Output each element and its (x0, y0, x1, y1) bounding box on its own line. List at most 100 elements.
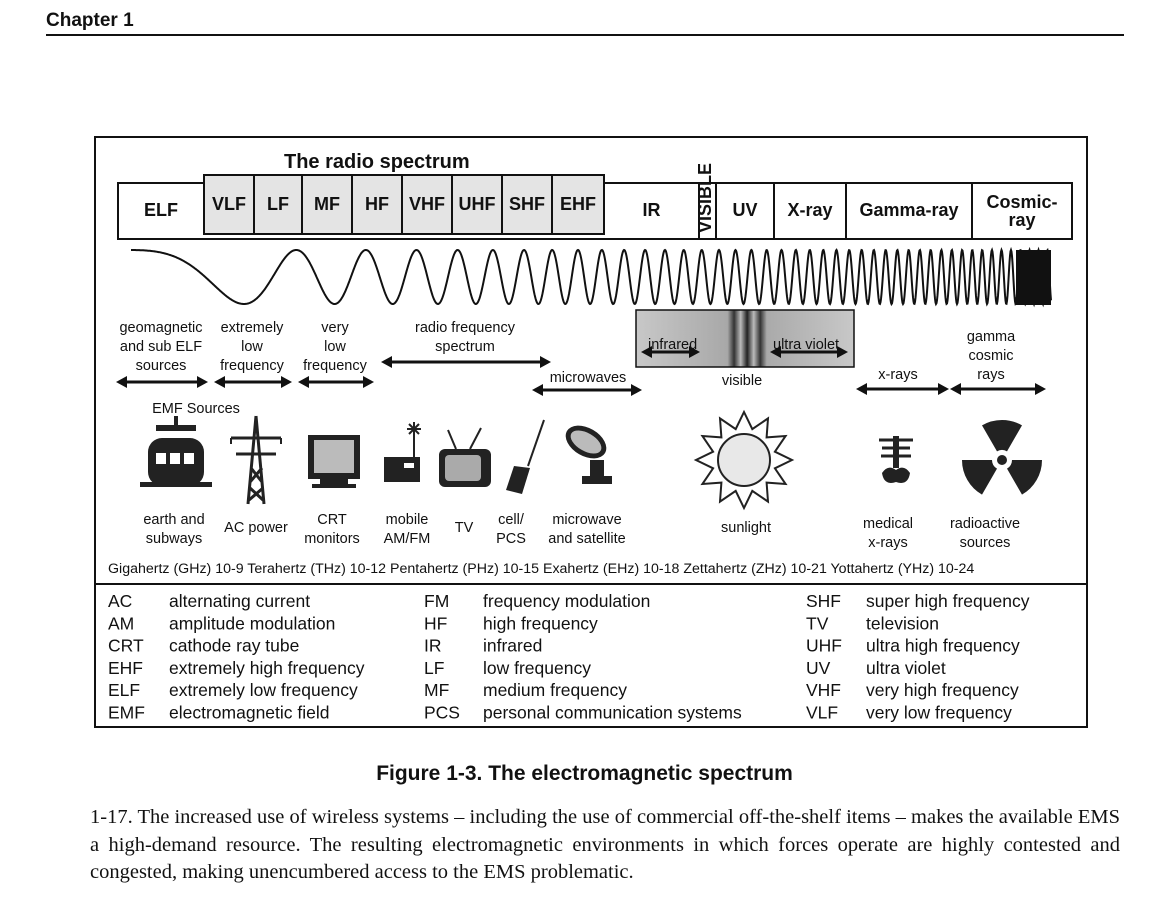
label-cell-pcs: cell/PCS (496, 512, 526, 547)
label-visible: visible (722, 373, 762, 389)
radioactive-icon (962, 420, 1042, 495)
band-bar: ELF VLF LF MF HF VHF UHF SHF EHF IR UV X-ray Gamma-r… (117, 163, 1073, 240)
band-label-uv: UV (732, 200, 757, 220)
radio-spectrum-bracket (203, 174, 605, 235)
label-microwaves: microwaves (550, 370, 627, 386)
label-ac-power: AC power (224, 520, 288, 536)
band-visible-label: VISIBLE (695, 163, 715, 233)
label-tv: TV (455, 520, 474, 536)
label-infrared: infrared (648, 337, 697, 353)
arrow-infrared (641, 346, 700, 358)
band-label-uhf: UHF (459, 194, 496, 214)
mobile-radio-icon (384, 422, 421, 482)
arrow-vlf (298, 376, 374, 388)
abbr-term: UHF (806, 636, 842, 656)
abbr-definition: alternating current (169, 591, 310, 611)
arrow-elf (214, 376, 292, 388)
arrow-radio-frequency (381, 356, 551, 368)
abbr-term: IR (424, 636, 442, 656)
tv-icon (439, 427, 491, 487)
xray-icon (874, 436, 918, 483)
abbr-definition: extremely low frequency (169, 680, 358, 700)
abbr-term: HF (424, 613, 447, 633)
band-cells: ELF VLF LF MF HF VHF UHF SHF EHF IR UV X-ray Gamma-r… (144, 175, 973, 239)
band-label-hf: HF (365, 194, 389, 214)
arrow-microwaves (532, 384, 642, 396)
frequency-scale: Gigahertz (GHz) 10-9 Terahertz (THz) 10-… (108, 561, 974, 577)
band-label-lf: LF (267, 194, 289, 214)
band-label-elf: ELF (144, 200, 178, 220)
abbr-definition: very high frequency (866, 680, 1019, 700)
abbr-term: TV (806, 613, 829, 633)
band-label-vhf: VHF (409, 194, 445, 214)
abbr-definition: infrared (483, 636, 542, 656)
body-paragraph: 1-17. The increased use of wireless syst… (90, 806, 1120, 883)
band-label-gammaray: Gamma-ray (859, 200, 958, 220)
abbr-term: AM (108, 613, 134, 633)
power-tower-icon (230, 415, 282, 505)
satellite-dish-icon (565, 425, 612, 484)
label-xrays: x-rays (878, 367, 917, 383)
arrow-gamma (950, 383, 1046, 395)
abbr-definition: amplitude modulation (169, 613, 335, 633)
arrow-ultraviolet (770, 346, 848, 358)
arrow-xrays (856, 383, 949, 395)
cell-phone-icon (506, 419, 545, 494)
frequency-wave (131, 246, 1052, 308)
band-label-ehf: EHF (560, 194, 596, 214)
abbr-definition: ultra high frequency (866, 636, 1020, 656)
crt-monitor-icon (308, 435, 360, 488)
abbr-term: SHF (806, 591, 841, 611)
abbr-term: MF (424, 680, 449, 700)
abbr-definition: frequency modulation (483, 591, 650, 611)
subway-icon (140, 416, 212, 487)
abbr-term: PCS (424, 703, 460, 723)
abbr-term: ELF (108, 680, 140, 700)
abbr-definition: cathode ray tube (169, 636, 299, 656)
abbr-definition: very low frequency (866, 703, 1012, 723)
abbr-term: AC (108, 591, 132, 611)
radio-spectrum-title: The radio spectrum (284, 151, 470, 173)
label-sunlight: sunlight (721, 520, 771, 536)
label-emf-sources: EMF Sources (152, 401, 240, 417)
band-label-mf: MF (314, 194, 340, 214)
band-label-ir: IR (643, 200, 661, 220)
label-ultraviolet: ultra violet (773, 337, 839, 353)
abbr-term: UV (806, 658, 831, 678)
band-label-vlf: VLF (212, 194, 246, 214)
abbr-definition: low frequency (483, 658, 591, 678)
abbr-term: VHF (806, 680, 841, 700)
abbr-definition: extremely high frequency (169, 658, 365, 678)
abbr-definition: ultra violet (866, 658, 946, 678)
source-icons (140, 409, 1042, 511)
chapter-heading: Chapter 1 (46, 10, 134, 31)
heading-rule (46, 34, 1124, 36)
visible-spectrum-box (635, 309, 855, 368)
abbr-term: VLF (806, 703, 838, 723)
abbr-term: LF (424, 658, 444, 678)
abbr-definition: electromagnetic field (169, 703, 330, 723)
abbr-definition: television (866, 613, 939, 633)
abbr-term: EHF (108, 658, 143, 678)
band-label-shf: SHF (509, 194, 545, 214)
abbr-definition: personal communication systems (483, 703, 742, 723)
wave-dense-end (1016, 250, 1051, 305)
band-label-xray: X-ray (787, 200, 832, 220)
abbr-definition: high frequency (483, 613, 598, 633)
